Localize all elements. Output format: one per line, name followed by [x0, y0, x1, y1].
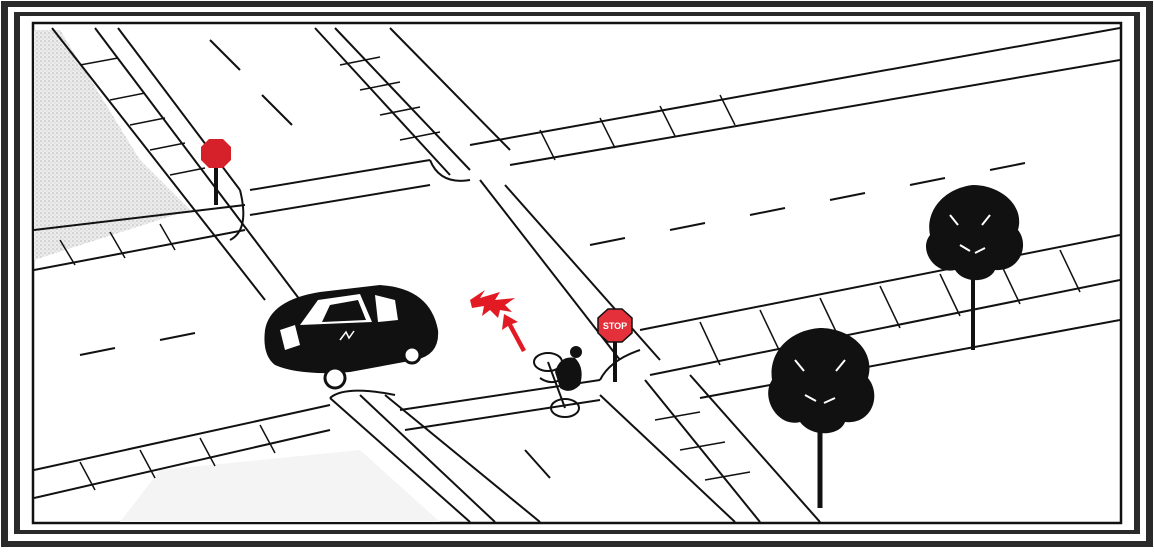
- car: [264, 285, 439, 390]
- stop-sign-near: STOP: [597, 308, 633, 382]
- lawn-shade: [34, 30, 190, 260]
- bicycle-rider: [533, 346, 582, 418]
- lane-dashes: [79, 39, 1026, 479]
- sidewalk-joints: [59, 56, 1081, 491]
- stop-sign-label: STOP: [603, 321, 627, 331]
- direction-arrow: [502, 314, 526, 352]
- stop-sign-far: [201, 139, 231, 205]
- lawn-shade-bottom: [120, 450, 440, 522]
- tree-icon: [768, 328, 875, 508]
- road-edges: [34, 27, 1120, 522]
- impact-burst: [470, 290, 515, 318]
- street-layer: STOP: [34, 27, 1120, 522]
- tree-icon: [926, 185, 1024, 350]
